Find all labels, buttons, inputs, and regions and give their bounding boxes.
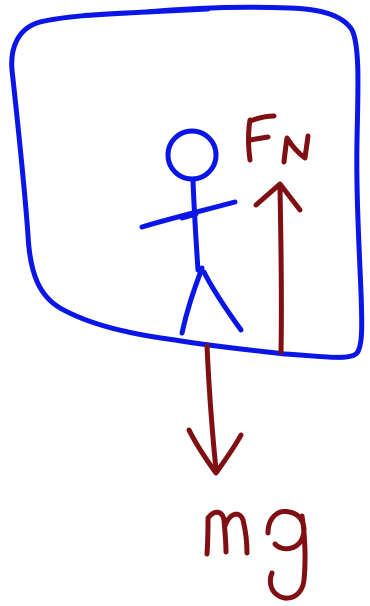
- weight-shaft: [207, 346, 216, 470]
- normal-force-label: [249, 116, 309, 162]
- label-g: [268, 511, 305, 598]
- normal-force-shaft: [280, 188, 281, 352]
- person-right-leg: [204, 272, 241, 330]
- weight-label: [207, 511, 305, 598]
- normal-force-arrow: [256, 184, 300, 352]
- person-head: [168, 131, 216, 179]
- person-left-leg: [182, 268, 202, 333]
- person-figure: [142, 131, 241, 333]
- label-f-middle: [250, 137, 268, 140]
- label-n-subscript: [284, 136, 308, 162]
- weight-arrow: [189, 346, 241, 473]
- elevator-box: [12, 7, 362, 357]
- label-f-top: [250, 116, 274, 121]
- box-top-mark: [146, 9, 208, 12]
- label-m: [207, 512, 247, 554]
- person-body: [193, 180, 198, 270]
